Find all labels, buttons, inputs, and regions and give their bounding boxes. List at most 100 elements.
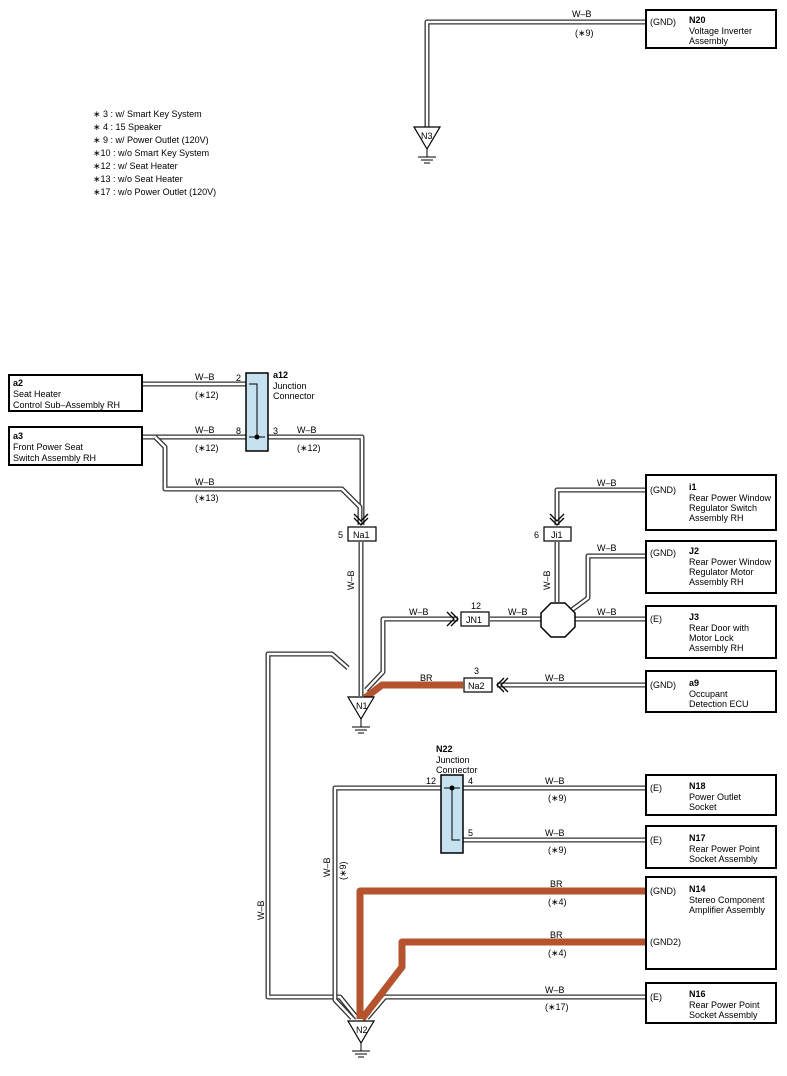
svg-text:2: 2 [236, 373, 241, 383]
svg-text:W–B: W–B [545, 828, 565, 838]
ground-n3: N3 [413, 126, 441, 164]
svg-text:W–B: W–B [409, 607, 429, 617]
svg-text:Assembly RH: Assembly RH [689, 513, 744, 523]
svg-text:Rear Power Window: Rear Power Window [689, 557, 772, 567]
svg-text:(∗9): (∗9) [338, 861, 348, 880]
svg-text:(GND): (GND) [650, 680, 676, 690]
svg-text:N17: N17 [689, 833, 706, 843]
component-id: N20 [689, 15, 706, 25]
svg-text:(∗12): (∗12) [297, 443, 321, 453]
svg-text:W–B: W–B [508, 607, 528, 617]
svg-text:(∗9): (∗9) [548, 793, 567, 803]
svg-text:(GND): (GND) [650, 886, 676, 896]
svg-text:Occupant: Occupant [689, 689, 728, 699]
svg-text:(∗9): (∗9) [575, 28, 594, 38]
component-a3: a3 Front Power Seat Switch Assembly RH [8, 426, 143, 466]
svg-text:W–B: W–B [195, 477, 215, 487]
svg-text:(∗17): (∗17) [545, 1002, 569, 1012]
ground-n1: N1 [347, 696, 375, 734]
svg-text:Regulator Switch: Regulator Switch [689, 503, 757, 513]
svg-text:W–B: W–B [545, 673, 565, 683]
component-a9: (GND) a9 Occupant Detection ECU [645, 670, 777, 713]
svg-text:(∗9): (∗9) [548, 845, 567, 855]
svg-text:Rear Power Point: Rear Power Point [689, 1000, 760, 1010]
svg-text:(E): (E) [650, 783, 662, 793]
svg-text:Assembly: Assembly [689, 36, 729, 46]
component-n20: (GND) N20 Voltage Inverter Assembly [645, 9, 777, 49]
svg-text:Junction: Junction [273, 381, 307, 391]
svg-text:Socket: Socket [689, 802, 717, 812]
junction-a12: a12 Junction Connector 2 8 3 [236, 370, 315, 452]
svg-text:(GND): (GND) [650, 485, 676, 495]
svg-text:N16: N16 [689, 989, 706, 999]
component-j2: (GND) J2 Rear Power Window Regulator Mot… [645, 540, 777, 594]
svg-text:12: 12 [426, 776, 436, 786]
svg-text:Rear Power Point: Rear Power Point [689, 844, 760, 854]
svg-text:Socket Assembly: Socket Assembly [689, 1010, 758, 1020]
note-4: ∗ 4 : 15 Speaker [93, 122, 162, 132]
svg-text:(E): (E) [650, 614, 662, 624]
svg-text:Switch Assembly RH: Switch Assembly RH [13, 453, 96, 463]
svg-text:Power Outlet: Power Outlet [689, 792, 742, 802]
svg-text:a12: a12 [273, 370, 288, 380]
svg-text:Rear Door with: Rear Door with [689, 623, 749, 633]
component-j3: (E) J3 Rear Door with Motor Lock Assembl… [645, 605, 777, 659]
svg-text:(E): (E) [650, 992, 662, 1002]
connector-ji1: Ji1 6 [534, 513, 572, 542]
svg-text:W–B: W–B [545, 985, 565, 995]
splice-point [540, 602, 576, 638]
svg-text:W–B: W–B [572, 9, 592, 19]
svg-text:Detection ECU: Detection ECU [689, 699, 749, 709]
svg-text:a2: a2 [13, 378, 23, 388]
svg-text:Voltage Inverter: Voltage Inverter [689, 26, 752, 36]
svg-text:(∗4): (∗4) [548, 897, 567, 907]
terminal-label: (GND) [650, 17, 676, 27]
svg-text:W–B: W–B [597, 607, 617, 617]
component-n16: (E) N16 Rear Power Point Socket Assembly [645, 982, 777, 1024]
svg-text:Control Sub–Assembly RH: Control Sub–Assembly RH [13, 400, 120, 410]
svg-text:Na1: Na1 [353, 530, 370, 540]
component-n14: (GND) (GND2) N14 Stereo Component Amplif… [645, 876, 777, 970]
connector-na1: Na1 5 [338, 513, 377, 542]
svg-text:6: 6 [534, 530, 539, 540]
svg-text:W–B: W–B [322, 857, 332, 877]
svg-text:W–B: W–B [195, 372, 215, 382]
br-wires [356, 681, 645, 1022]
svg-text:3: 3 [273, 426, 278, 436]
svg-text:W–B: W–B [297, 425, 317, 435]
svg-text:W–B: W–B [542, 570, 552, 590]
svg-text:4: 4 [468, 776, 473, 786]
connector-jn1: JN1 12 [446, 601, 490, 627]
svg-text:Seat Heater: Seat Heater [13, 389, 61, 399]
svg-text:5: 5 [468, 828, 473, 838]
svg-text:(∗4): (∗4) [548, 948, 567, 958]
svg-text:BR: BR [550, 930, 563, 940]
svg-text:W–B: W–B [256, 900, 266, 920]
svg-text:W–B: W–B [195, 425, 215, 435]
svg-text:Motor Lock: Motor Lock [689, 633, 734, 643]
svg-text:Rear Power Window: Rear Power Window [689, 493, 772, 503]
component-a2: a2 Seat Heater Control Sub–Assembly RH [8, 374, 143, 412]
component-i1: (GND) i1 Rear Power Window Regulator Swi… [645, 474, 777, 531]
svg-text:a3: a3 [13, 431, 23, 441]
svg-text:Assembly RH: Assembly RH [689, 577, 744, 587]
svg-text:W–B: W–B [545, 776, 565, 786]
svg-text:(E): (E) [650, 835, 662, 845]
svg-text:(∗13): (∗13) [195, 493, 219, 503]
svg-text:Na2: Na2 [468, 681, 485, 691]
svg-text:N3: N3 [421, 131, 433, 141]
svg-text:Assembly RH: Assembly RH [689, 643, 744, 653]
svg-text:Connector: Connector [273, 391, 315, 401]
svg-text:(GND): (GND) [650, 548, 676, 558]
ground-n2: N2 [347, 1020, 375, 1058]
svg-text:N18: N18 [689, 781, 706, 791]
svg-text:W–B: W–B [597, 543, 617, 553]
component-n18: (E) N18 Power Outlet Socket [645, 774, 777, 816]
svg-text:Ji1: Ji1 [551, 530, 563, 540]
wire-labels: W–B (∗9) W–B (∗12) W–B (∗12) W–B (∗12) W… [195, 9, 617, 1012]
svg-text:(∗12): (∗12) [195, 390, 219, 400]
svg-text:N2: N2 [356, 1025, 368, 1035]
note-9: ∗ 9 : w/ Power Outlet (120V) [93, 135, 209, 145]
svg-text:Amplifier Assembly: Amplifier Assembly [689, 905, 766, 915]
